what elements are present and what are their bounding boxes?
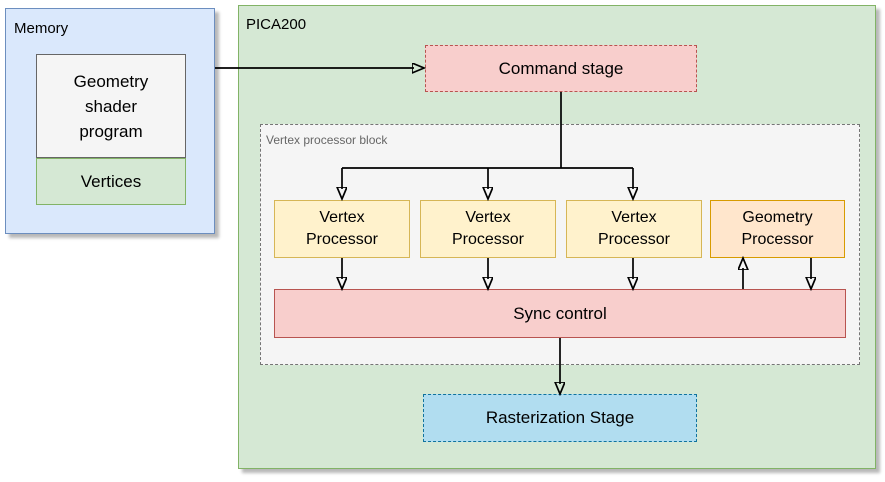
vertex-processor-2-label: Vertex Processor — [451, 209, 525, 248]
vertex-processor-block-label: Vertex processor block — [266, 133, 388, 147]
command-stage-label: Command stage — [498, 58, 624, 78]
vertex-processor-2-node: Vertex Processor — [420, 200, 556, 258]
geometry-shader-program-node: Geometry shader program — [36, 54, 186, 158]
memory-container: Memory Geometry shader program Vertices — [5, 8, 215, 234]
geometry-processor-node: Geometry Processor — [710, 200, 845, 258]
vertex-processor-1-label: Vertex Processor — [305, 209, 379, 248]
vertex-processor-3-label: Vertex Processor — [597, 209, 671, 248]
pica200-label: PICA200 — [246, 16, 307, 33]
sync-control-node: Sync control — [274, 289, 846, 338]
sync-control-label: Sync control — [513, 303, 607, 323]
command-stage-node: Command stage — [425, 45, 697, 92]
vertices-label: Vertices — [80, 171, 142, 191]
vertices-node: Vertices — [36, 158, 186, 205]
vertex-processor-1-node: Vertex Processor — [274, 200, 410, 258]
geometry-shader-program-label: Geometry shader program — [73, 71, 149, 141]
vertex-processor-3-node: Vertex Processor — [566, 200, 702, 258]
rasterization-stage-label: Rasterization Stage — [485, 408, 635, 427]
geometry-processor-label: Geometry Processor — [741, 209, 814, 248]
rasterization-stage-node: Rasterization Stage — [423, 394, 697, 442]
memory-label: Memory — [14, 20, 69, 37]
